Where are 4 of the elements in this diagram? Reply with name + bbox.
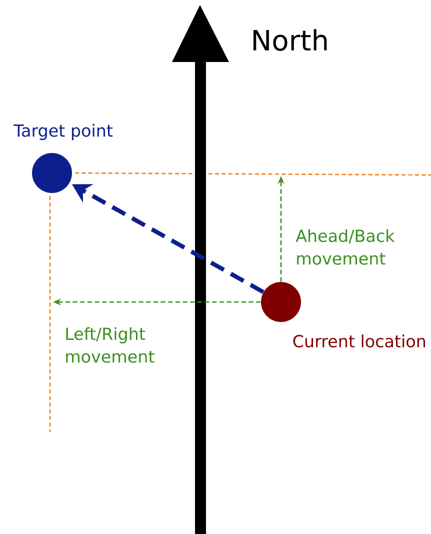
- edge-label: Left/Right movement: [66, 327, 154, 363]
- edge-label: Ahead/Back movement: [296, 229, 395, 265]
- axis-label: North: [253, 29, 327, 51]
- arrow: [72, 184, 264, 294]
